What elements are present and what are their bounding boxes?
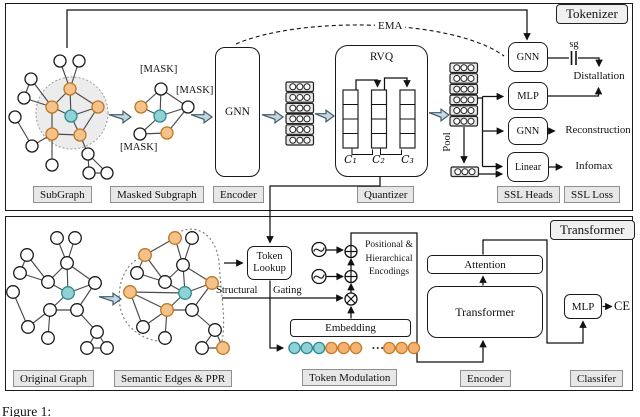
token-lookup-box: Token Lookup — [247, 246, 292, 280]
reconstruction-loss-label: Reconstruction — [565, 124, 631, 136]
sg-label: sg — [569, 39, 579, 50]
pos-enc-line3: Encodings — [368, 267, 410, 277]
embedding-box: Embedding — [290, 319, 411, 337]
pool-label: Pool — [442, 132, 453, 152]
rvq-title: RVQ — [369, 51, 394, 63]
figure-caption: Figure 1: — [2, 404, 52, 417]
pos-enc-line2: Hierarchical — [365, 253, 413, 264]
attention-box: Attention — [427, 255, 543, 274]
gating-label: Gating — [273, 285, 302, 296]
label-original-graph: Original Graph — [13, 370, 94, 387]
ce-label: CE — [614, 299, 630, 313]
label-quantizer: Quantizer — [357, 186, 415, 203]
pos-enc-line1: Positional & — [365, 240, 413, 250]
mask-label-right: [MASK] — [176, 85, 214, 96]
transformer-tag: Transformer — [550, 220, 635, 240]
codebook-2-label: C₂ — [372, 153, 385, 166]
token-lookup-line2: Lookup — [253, 263, 286, 274]
head-mlp-box: MLP — [508, 82, 548, 110]
distillation-loss-label: Distallation — [573, 70, 625, 82]
codebook-3-label: C₃ — [401, 153, 414, 166]
label-encoder-2: Encoder — [460, 370, 511, 387]
label-ssl-heads: SSL Heads — [497, 186, 560, 203]
label-semantic-edges: Semantic Edges & PPR — [114, 370, 233, 387]
head-linear-box: Linear — [507, 152, 549, 182]
encoder-gnn-box: GNN — [215, 47, 260, 177]
label-encoder: Encoder — [213, 186, 264, 203]
head-gnn-decoder-box: GNN — [508, 117, 548, 145]
infomax-loss-label: Infomax — [575, 160, 613, 172]
label-masked-subgraph: Masked Subgraph — [110, 186, 204, 203]
label-ssl-loss: SSL Loss — [564, 186, 621, 203]
label-classifier: Classifer — [570, 370, 624, 387]
mask-label-top: [MASK] — [140, 64, 178, 75]
token-lookup-line1: Token — [256, 250, 283, 262]
structural-label: Structural — [216, 285, 258, 296]
mask-label-bottom: [MASK] — [120, 142, 158, 153]
ema-label: EMA — [375, 20, 406, 32]
label-token-modulation: Token Modulation — [302, 369, 398, 386]
transformer-box: Transformer — [427, 286, 543, 338]
label-subgraph: SubGraph — [33, 186, 92, 203]
tokenizer-tag: Tokenizer — [556, 4, 628, 24]
head-gnn-momentum-box: GNN — [508, 42, 548, 72]
codebook-1-label: C₁ — [344, 153, 357, 166]
classifier-mlp-box: MLP — [564, 294, 602, 319]
pos-enc-label: Positional & Hierarchical Encodings — [355, 239, 423, 280]
